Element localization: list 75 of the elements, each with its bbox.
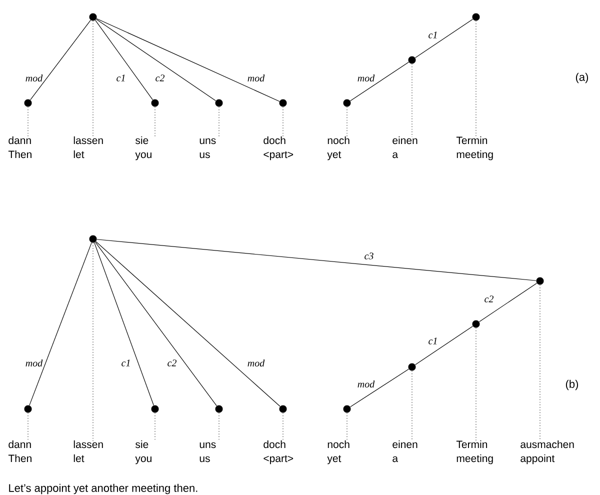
dependency-edge: [30, 20, 91, 100]
projection-line: [346, 106, 348, 138]
edge-label: c1: [428, 337, 438, 345]
word-gloss: sie you: [135, 136, 152, 160]
dependency-edge: [414, 326, 474, 366]
tree-dot: [24, 99, 32, 107]
projection-line: [282, 412, 284, 442]
dependency-edge: [94, 242, 154, 406]
tree-dot: [279, 99, 287, 107]
projection-line: [92, 20, 94, 138]
dependency-edge: [95, 20, 153, 100]
edge-label: c1: [116, 74, 126, 82]
projection-line: [218, 106, 220, 138]
tree-dot: [151, 99, 159, 107]
dependency-edge: [414, 18, 474, 58]
edge-label: mod: [356, 74, 376, 82]
dependency-edge: [350, 62, 409, 102]
word-gloss: uns us: [200, 138, 216, 158]
word-gloss: ausmachen appoint: [520, 440, 574, 464]
tree-dot: [472, 13, 480, 21]
dependency-edge: [96, 239, 536, 281]
projection-line: [154, 106, 156, 138]
tree-dot: [215, 99, 223, 107]
tree-dot: [343, 405, 351, 413]
word-gloss: doch <part>: [264, 136, 294, 160]
projection-line: [154, 412, 156, 442]
tree-dot: [89, 13, 97, 21]
panel-label: (a): [576, 72, 588, 84]
dependency-edge: [478, 282, 538, 322]
edge-label: mod: [246, 74, 266, 82]
dependency-edge: [95, 242, 217, 406]
word-gloss: Termin meeting: [456, 440, 493, 464]
dependency-edge: [96, 18, 216, 102]
edge-label: c1: [120, 359, 132, 367]
word-gloss: Termin meeting: [456, 136, 493, 160]
dependency-edge: [29, 242, 92, 406]
tree-dot: [24, 405, 32, 413]
edge-label: mod: [24, 358, 44, 367]
word-gloss: dann Then: [8, 440, 32, 462]
tree-dot: [279, 405, 287, 413]
word-gloss: lassen let: [74, 136, 103, 158]
edge-label: c2: [484, 295, 494, 303]
tree-dot: [343, 99, 351, 107]
dependency-edge: [96, 18, 280, 102]
projection-line: [218, 412, 220, 442]
tree-dot: [472, 320, 480, 328]
word-gloss: sie you: [135, 440, 152, 464]
caption: Let’s appoint yet another meeting then.: [9, 484, 198, 494]
tree-dot: [215, 405, 223, 413]
panel-label: (b): [566, 380, 578, 390]
word-gloss: noch yet: [327, 440, 350, 464]
tree-dot: [89, 235, 97, 243]
projection-line: [282, 106, 284, 138]
word-gloss: einen a: [392, 440, 418, 462]
projection-line: [346, 412, 348, 442]
word-gloss: lassen let: [74, 440, 103, 462]
dependency-edge: [350, 368, 409, 408]
edge-label: mod: [356, 380, 376, 388]
edge-label: c3: [364, 252, 374, 260]
tree-dot: [408, 363, 416, 371]
word-gloss: noch yet: [327, 136, 350, 160]
edge-label: mod: [24, 74, 44, 82]
projection-line: [92, 242, 94, 442]
word-gloss: dann Then: [8, 136, 32, 158]
word-gloss: uns us: [200, 442, 216, 462]
edge-label: c2: [154, 74, 166, 82]
tree-dot: [151, 405, 159, 413]
tree-dot: [408, 56, 416, 64]
edge-label: c2: [166, 359, 178, 367]
word-gloss: doch <part>: [264, 440, 294, 464]
tree-dot: [536, 277, 544, 285]
edge-label: c1: [428, 31, 438, 39]
dependency-edge: [96, 241, 280, 407]
word-gloss: einen a: [392, 136, 418, 158]
edge-label: mod: [246, 358, 266, 367]
